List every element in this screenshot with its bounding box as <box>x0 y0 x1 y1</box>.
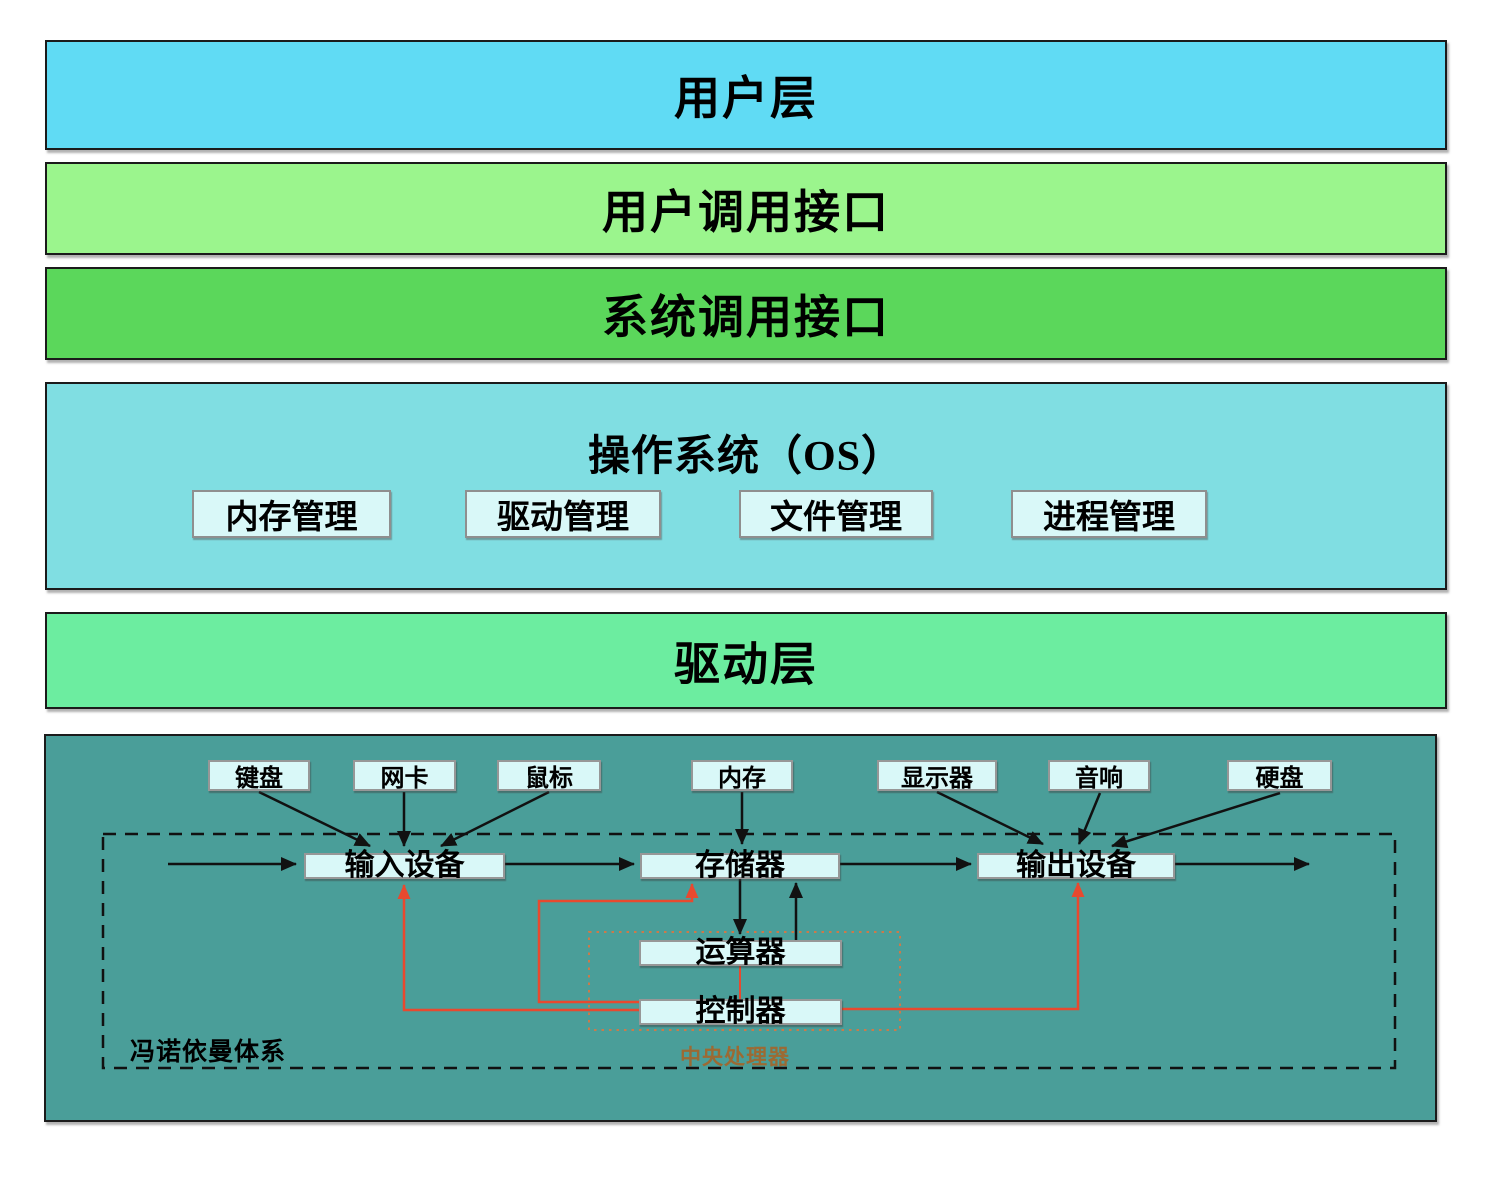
device-label: 鼠标 <box>525 766 573 792</box>
storage-box: 存储器 <box>640 849 840 882</box>
output-device-box: 输出设备 <box>977 849 1175 882</box>
layer-operating-system: 操作系统（OS） 内存管理 驱动管理 文件管理 进程管理 <box>45 382 1447 590</box>
hardware-section: 键盘 网卡 鼠标 内存 显示器 音响 硬盘 输入设备 存储器 输出设备 <box>44 734 1437 1122</box>
control-unit-box: 控制器 <box>639 995 842 1028</box>
os-module-label: 内存管理 <box>225 500 358 536</box>
flow-label: 输入设备 <box>344 849 465 882</box>
os-title: 操作系统（OS） <box>587 434 905 480</box>
control-unit-label: 控制器 <box>695 995 786 1028</box>
layer-user-label: 用户层 <box>674 73 818 124</box>
device-memory: 内存 <box>691 760 793 792</box>
control-line-cu-to-input <box>397 884 639 1012</box>
layer-user-call-interface-label: 用户调用接口 <box>602 186 890 238</box>
cpu-label: 中央处理器 <box>680 1045 790 1069</box>
von-neumann-label: 冯诺依曼体系 <box>130 1039 287 1066</box>
os-module-driver-management: 驱动管理 <box>465 490 661 538</box>
arrow-speaker-to-output <box>1077 792 1102 845</box>
device-label: 音响 <box>1075 766 1123 792</box>
device-keyboard: 键盘 <box>208 760 310 792</box>
os-module-label: 驱动管理 <box>497 500 629 536</box>
device-speaker: 音响 <box>1048 760 1150 792</box>
device-label: 网卡 <box>380 766 429 792</box>
device-label: 显示器 <box>901 766 973 792</box>
os-module-process-management: 进程管理 <box>1011 490 1207 538</box>
flow-label: 存储器 <box>695 849 785 882</box>
layer-system-call-interface-label: 系统调用接口 <box>602 291 890 343</box>
device-label: 键盘 <box>235 766 283 792</box>
device-display: 显示器 <box>877 760 997 792</box>
device-mouse: 鼠标 <box>497 760 601 792</box>
layer-driver: 驱动层 <box>45 612 1447 709</box>
arrow-display-to-output <box>936 790 1044 846</box>
layer-driver-label: 驱动层 <box>674 638 818 690</box>
flow-label: 输出设备 <box>1016 849 1136 882</box>
os-module-label: 文件管理 <box>770 500 902 536</box>
device-label: 硬盘 <box>1255 766 1304 792</box>
layer-user: 用户层 <box>45 40 1447 150</box>
alu-label: 运算器 <box>695 936 786 969</box>
os-module-file-management: 文件管理 <box>739 490 933 538</box>
device-label: 内存 <box>718 766 766 792</box>
arrow-disk-to-output <box>1111 791 1281 849</box>
arrow-keyboard-to-input <box>258 790 371 848</box>
alu-box: 运算器 <box>639 936 842 969</box>
layer-system-call-interface: 系统调用接口 <box>45 267 1447 360</box>
os-module-label: 进程管理 <box>1043 500 1175 536</box>
device-hard-disk: 硬盘 <box>1227 760 1332 792</box>
os-module-memory-management: 内存管理 <box>192 490 391 538</box>
arrow-mouse-to-input <box>440 790 550 848</box>
layer-user-call-interface: 用户调用接口 <box>45 162 1447 255</box>
device-network-card: 网卡 <box>353 760 456 792</box>
input-device-box: 输入设备 <box>304 849 505 882</box>
control-line-cu-to-output <box>842 882 1085 1011</box>
